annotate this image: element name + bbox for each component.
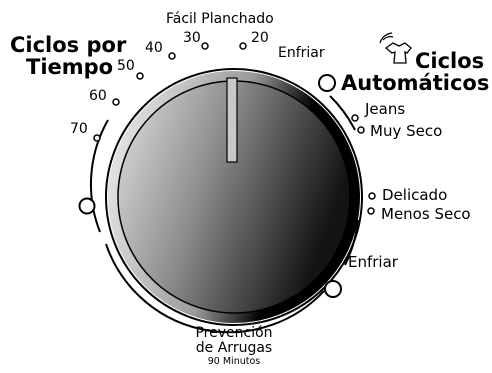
wrinkle-line2: de Arrugas (195, 340, 273, 356)
wrinkle-line1: Prevención (195, 325, 273, 341)
cool-top-label: Enfriar (278, 45, 325, 61)
label-40: 40 (145, 40, 163, 56)
dial-ring-arc-bottom (105, 243, 325, 334)
auto-cycles-title: Ciclos Automáticos (341, 50, 489, 94)
marker-30[interactable] (201, 42, 209, 50)
wrinkle-duration: 90 Minutos (207, 356, 261, 367)
option-menos-seco-label: Menos Seco (381, 205, 471, 223)
marker-timed-start[interactable] (78, 197, 96, 215)
sensor-shirt-icon (379, 32, 412, 64)
timed-cycles-title: Ciclos por Tiempo (10, 34, 126, 78)
marker-20[interactable] (239, 42, 247, 50)
marker-40[interactable] (168, 52, 176, 60)
cycle-selector-knob[interactable] (105, 68, 363, 326)
timed-cycles-title-line2: Tiempo (26, 55, 114, 79)
dial-ring-arc-left (90, 119, 109, 233)
label-50: 50 (117, 58, 135, 74)
easy-iron-label: Fácil Planchado (166, 11, 274, 27)
auto-cycles-title-line2: Automáticos (341, 71, 490, 95)
marker-menos-seco[interactable] (367, 207, 375, 215)
marker-60[interactable] (112, 98, 120, 106)
label-20: 20 (251, 30, 269, 46)
marker-50[interactable] (136, 72, 144, 80)
label-30: 30 (183, 30, 201, 46)
option-jeans-label: Jeans (365, 100, 406, 118)
label-60: 60 (89, 88, 107, 104)
marker-70[interactable] (93, 134, 101, 142)
option-muy-seco-label: Muy Seco (370, 122, 443, 140)
label-70: 70 (70, 121, 88, 137)
option-delicado-label: Delicado (382, 186, 448, 204)
marker-auto-start[interactable] (318, 74, 336, 92)
knob-pointer-indicator (226, 77, 238, 163)
timed-cycles-title-line1: Ciclos por (10, 33, 127, 57)
auto-cycles-title-line1: Ciclos (415, 49, 485, 73)
wrinkle-prevention-label: Prevención de Arrugas 90 Minutos (174, 326, 294, 368)
cool-bottom-label: Enfriar (348, 253, 398, 271)
marker-muy-seco[interactable] (357, 126, 365, 134)
marker-delicado[interactable] (368, 192, 376, 200)
marker-enfriar-bottom[interactable] (324, 280, 342, 298)
dial-ring-arc-top-right (329, 95, 356, 131)
marker-jeans[interactable] (351, 114, 359, 122)
